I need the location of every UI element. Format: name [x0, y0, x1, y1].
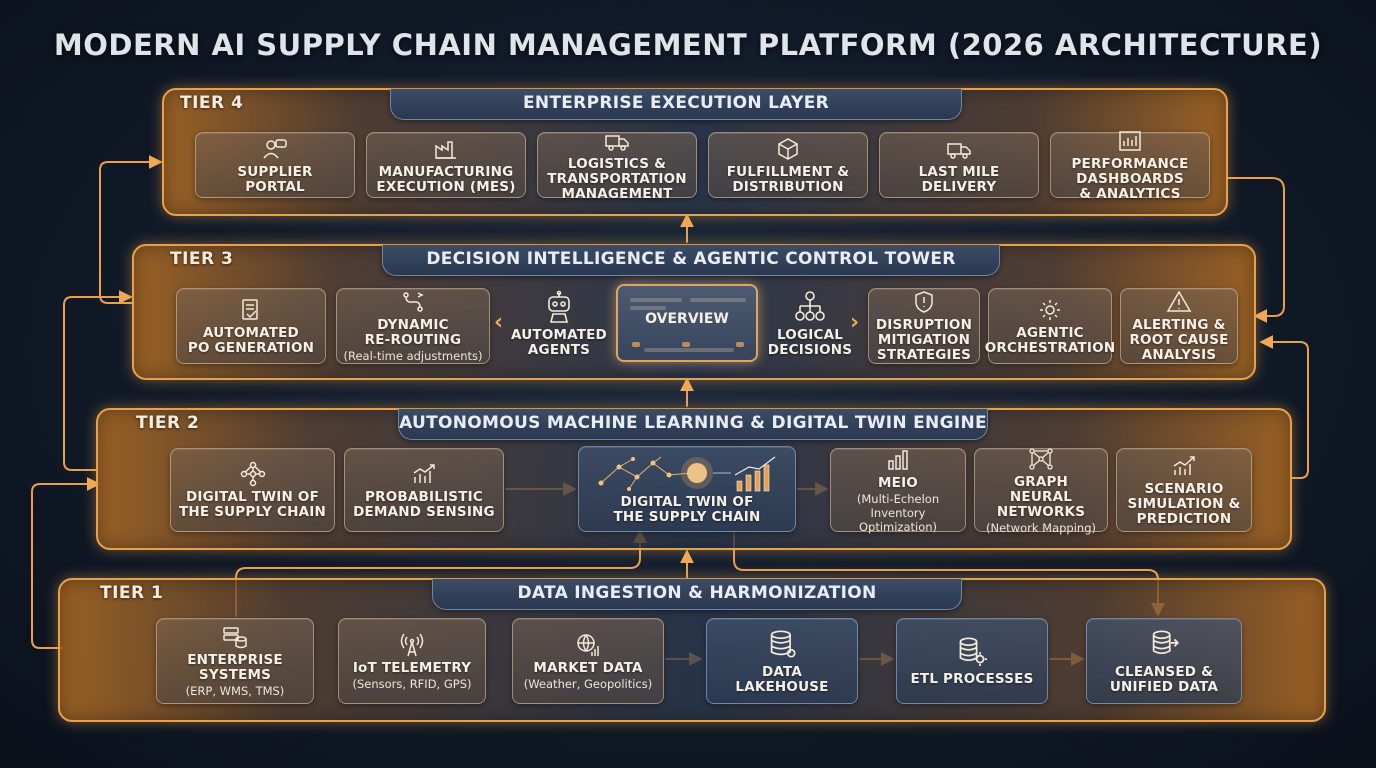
card-label: ETL PROCESSES	[910, 671, 1034, 687]
card-label: MEIO	[878, 474, 918, 491]
card-label: FULFILLMENT & DISTRIBUTION	[726, 163, 850, 195]
tier-3-label: TIER 3	[170, 249, 234, 269]
card-label: SCENARIO SIMULATION & PREDICTION	[1127, 481, 1241, 527]
database-icon	[767, 628, 797, 662]
card-label: AUTOMATED PO GENERATION	[187, 324, 315, 356]
trend-chart-icon	[411, 461, 437, 487]
overview-panel[interactable]: OVERVIEW	[616, 284, 758, 362]
globe-chart-icon	[575, 632, 601, 658]
bar-chart-icon	[1117, 128, 1143, 154]
card-performance-dashboards[interactable]: PERFORMANCE DASHBOARDS & ANALYTICS	[1050, 131, 1210, 202]
card-sublabel: (Network Mapping)	[986, 520, 1096, 535]
user-chat-icon	[262, 136, 288, 162]
card-sublabel: (Sensors, RFID, GPS)	[352, 676, 472, 691]
card-label: PROBABILISTIC DEMAND SENSING	[353, 488, 495, 520]
card-supplier-portal[interactable]: SUPPLIER PORTAL	[195, 132, 355, 198]
logical-decisions-label: LOGICAL DECISIONS	[767, 327, 853, 358]
card-probabilistic-demand[interactable]: PROBABILISTIC DEMAND SENSING	[344, 448, 504, 532]
card-manufacturing-execution[interactable]: MANUFACTURING EXECUTION (MES)	[366, 132, 526, 198]
card-label: DIGITAL TWIN OF THE SUPPLY CHAIN	[613, 494, 761, 525]
card-fulfillment-distribution[interactable]: FULFILLMENT & DISTRIBUTION	[708, 132, 868, 198]
gear-icon	[1037, 297, 1063, 323]
card-logistics-transportation[interactable]: LOGISTICS & TRANSPORTATION MANAGEMENT	[537, 132, 697, 202]
card-sublabel: (ERP, WMS, TMS)	[185, 684, 285, 698]
bar-chart-icon	[885, 447, 911, 473]
factory-icon	[433, 136, 459, 162]
warning-icon	[1166, 289, 1192, 315]
page-title: MODERN AI SUPPLY CHAIN MANAGEMENT PLATFO…	[53, 28, 1323, 62]
truck-icon	[604, 128, 630, 154]
card-sublabel: (Weather, Geopolitics)	[523, 676, 653, 691]
overview-label: OVERVIEW	[645, 311, 729, 327]
card-enterprise-systems[interactable]: ENTERPRISE SYSTEMS (ERP, WMS, TMS)	[156, 618, 314, 704]
graph-icon	[1028, 446, 1054, 472]
card-digital-twin-core[interactable]: DIGITAL TWIN OF THE SUPPLY CHAIN	[578, 446, 796, 532]
document-check-icon	[238, 297, 264, 323]
card-last-mile-delivery[interactable]: LAST MILE DELIVERY	[879, 132, 1039, 198]
card-label: LOGISTICS & TRANSPORTATION MANAGEMENT	[547, 156, 687, 202]
database-gear-icon	[957, 635, 987, 669]
tier-4-label: TIER 4	[180, 93, 244, 113]
database-arrow-icon	[1149, 628, 1180, 662]
card-disruption-mitigation[interactable]: DISRUPTION MITIGATION STRATEGIES	[868, 288, 980, 364]
card-label: DYNAMIC RE-ROUTING	[364, 317, 462, 348]
automated-agents-label: AUTOMATED AGENTS	[511, 327, 607, 358]
card-label: GRAPH NEURAL NETWORKS	[996, 473, 1086, 520]
card-sublabel: (Real-time adjustments)	[343, 349, 483, 363]
robot-icon	[542, 290, 576, 328]
card-sublabel: (Multi-Echelon Inventory Optimization)	[856, 491, 940, 534]
server-db-icon	[222, 624, 248, 650]
decision-tree-icon	[793, 290, 827, 328]
card-label: DISRUPTION MITIGATION STRATEGIES	[875, 317, 973, 363]
card-label: MANUFACTURING EXECUTION (MES)	[376, 163, 516, 195]
card-scenario-simulation[interactable]: SCENARIO SIMULATION & PREDICTION	[1116, 448, 1252, 532]
card-label: IoT TELEMETRY	[352, 659, 472, 676]
card-agentic-orchestration[interactable]: AGENTIC ORCHESTRATION	[985, 288, 1115, 364]
card-cleansed-unified-data[interactable]: CLEANSED & UNIFIED DATA	[1086, 618, 1242, 704]
card-digital-twin-left[interactable]: DIGITAL TWIN OF THE SUPPLY CHAIN	[170, 448, 335, 532]
card-label: AGENTIC ORCHESTRATION	[984, 324, 1116, 356]
chevron-right-icon: ›	[850, 310, 860, 335]
card-dynamic-rerouting[interactable]: DYNAMIC RE-ROUTING (Real-time adjustment…	[336, 288, 490, 364]
card-label: DATA LAKEHOUSE	[735, 663, 829, 695]
route-icon	[400, 289, 426, 315]
card-label: SUPPLIER PORTAL	[237, 163, 313, 195]
tier-2-label: TIER 2	[136, 413, 200, 433]
tier-4-title: ENTERPRISE EXECUTION LAYER	[390, 89, 962, 120]
chevron-left-icon: ‹	[494, 310, 504, 335]
card-market-data[interactable]: MARKET DATA (Weather, Geopolitics)	[512, 618, 664, 704]
shield-alert-icon	[911, 289, 937, 315]
card-label: ALERTING & ROOT CAUSE ANALYSIS	[1129, 317, 1229, 363]
card-alerting-root-cause[interactable]: ALERTING & ROOT CAUSE ANALYSIS	[1120, 288, 1238, 364]
logical-decisions[interactable]: LOGICAL DECISIONS	[764, 282, 856, 366]
card-label: ENTERPRISE SYSTEMS	[187, 652, 283, 683]
card-meio[interactable]: MEIO (Multi-Echelon Inventory Optimizati…	[830, 447, 966, 534]
tier-1-title: DATA INGESTION & HARMONIZATION	[432, 579, 962, 610]
trend-chart-icon	[1171, 453, 1197, 479]
card-iot-telemetry[interactable]: IoT TELEMETRY (Sensors, RFID, GPS)	[338, 618, 486, 704]
card-label: LAST MILE DELIVERY	[918, 163, 1000, 195]
network-icon	[240, 461, 266, 487]
antenna-icon	[399, 632, 425, 658]
delivery-truck-icon	[946, 136, 972, 162]
card-label: CLEANSED & UNIFIED DATA	[1109, 663, 1219, 695]
automated-agents[interactable]: AUTOMATED AGENTS	[510, 282, 608, 366]
card-label: PERFORMANCE DASHBOARDS & ANALYTICS	[1071, 156, 1189, 202]
card-graph-neural-networks[interactable]: GRAPH NEURAL NETWORKS (Network Mapping)	[974, 446, 1108, 535]
card-data-lakehouse[interactable]: DATA LAKEHOUSE	[706, 618, 858, 704]
tier-1-label: TIER 1	[100, 583, 164, 603]
card-etl-processes[interactable]: ETL PROCESSES	[896, 618, 1048, 704]
box-icon	[775, 136, 801, 162]
card-label: DIGITAL TWIN OF THE SUPPLY CHAIN	[178, 488, 327, 520]
tier-2-title: AUTONOMOUS MACHINE LEARNING & DIGITAL TW…	[398, 409, 988, 440]
card-label: MARKET DATA	[533, 659, 643, 676]
card-automated-po[interactable]: AUTOMATED PO GENERATION	[176, 288, 326, 364]
tier-3-title: DECISION INTELLIGENCE & AGENTIC CONTROL …	[382, 245, 1000, 276]
neural-core-icon	[591, 453, 787, 499]
